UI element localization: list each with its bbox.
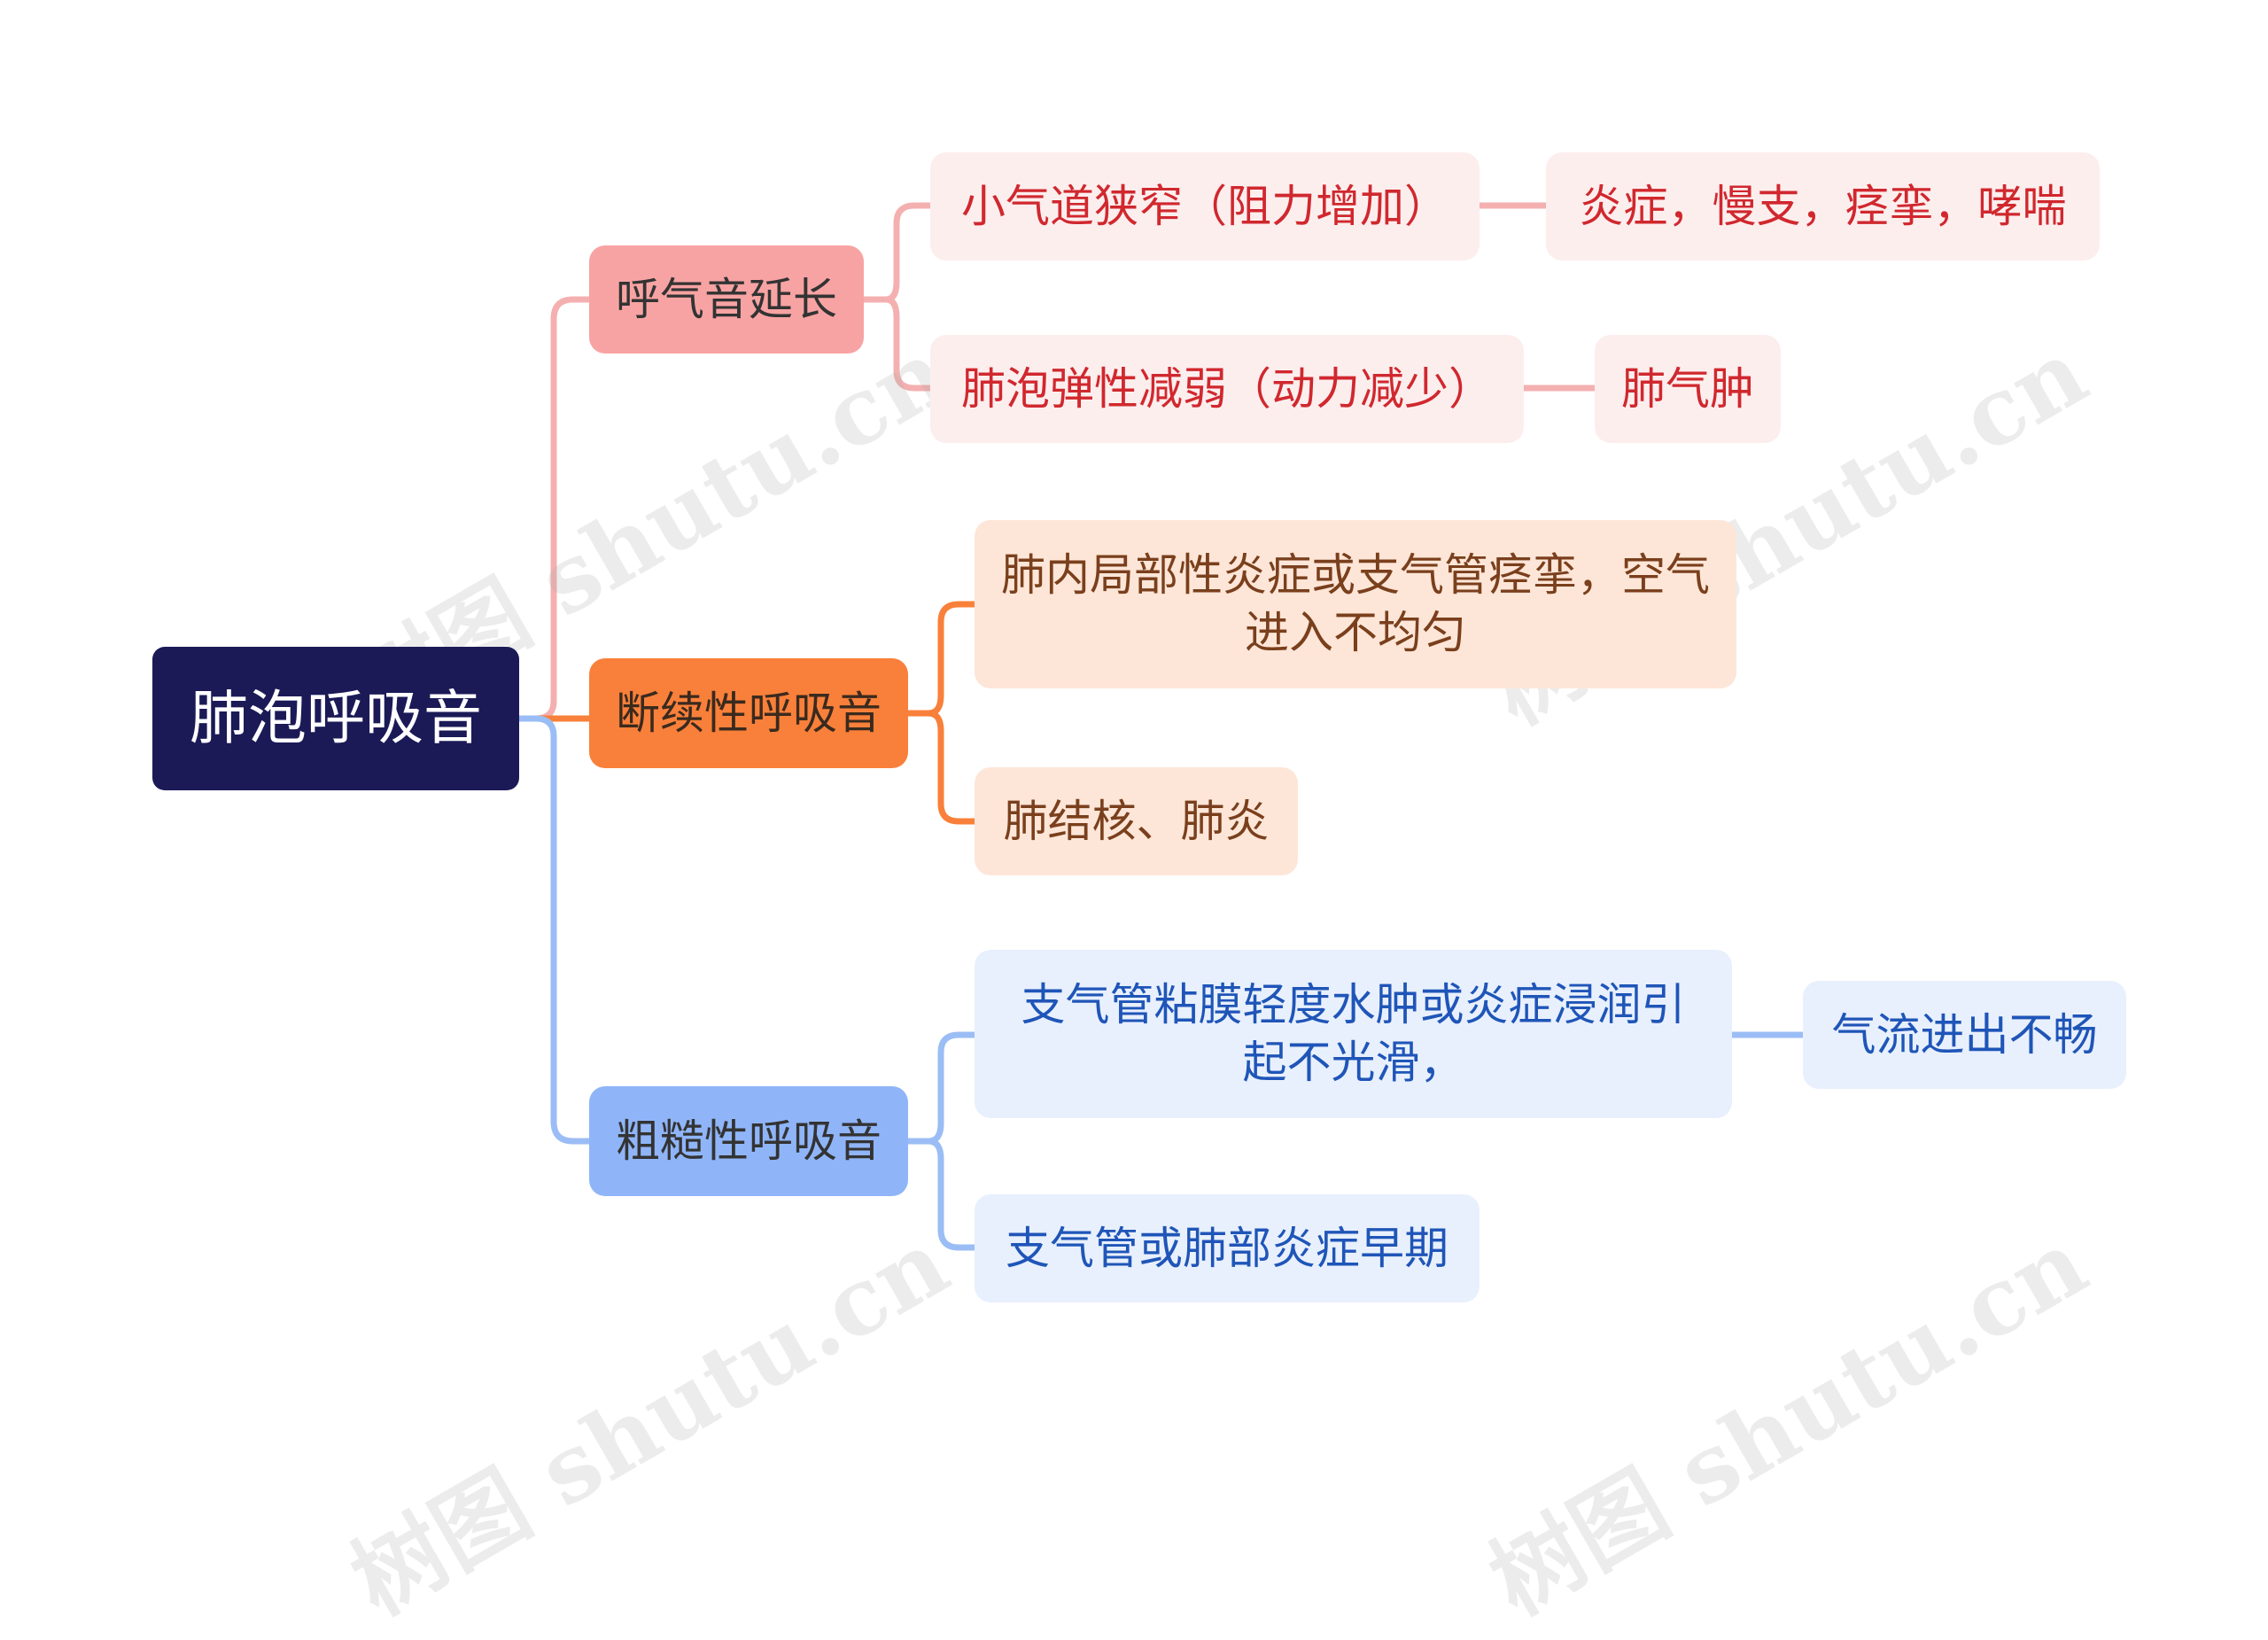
branch-node-rough[interactable]: 粗糙性呼吸音 (589, 1086, 908, 1196)
link-root-blue (516, 715, 593, 1145)
leaf-early-inflammation[interactable]: 支气管或肺部炎症早期 (975, 1194, 1480, 1302)
leaf-label: 肺泡弹性减弱（动力减少） (961, 362, 1493, 415)
link-orange-a (905, 601, 978, 717)
leaf-small-airway[interactable]: 小气道狭窄（阻力增加） (930, 152, 1480, 260)
link-blue-b (905, 1138, 978, 1251)
leaf-airflow[interactable]: 气流进出不畅 (1803, 981, 2126, 1089)
leaf-alveolar-elasticity[interactable]: 肺泡弹性减弱（动力减少） (930, 335, 1524, 443)
link-blue-a (905, 1031, 978, 1145)
root-node[interactable]: 肺泡呼吸音 (152, 647, 519, 790)
leaf-label: 支气管粘膜轻度水肿或炎症浸润引起不光滑， (1021, 979, 1686, 1088)
leaf-emphysema[interactable]: 肺气肿 (1595, 335, 1781, 443)
leaf-label: 炎症，慢支，痉挛，哮喘 (1579, 180, 2067, 232)
branch-node-exhale-prolonged[interactable]: 呼气音延长 (589, 245, 864, 354)
link-red-a (860, 202, 934, 303)
leaf-label: 气流进出不畅 (1831, 1008, 2098, 1061)
branch-label: 呼气音延长 (616, 273, 837, 325)
branch-node-interrupted[interactable]: 断续性呼吸音 (589, 658, 908, 768)
branch-label: 断续性呼吸音 (616, 687, 882, 739)
link-red-b (860, 296, 934, 392)
branch-label: 粗糙性呼吸音 (616, 1115, 882, 1167)
leaf-mucosa-edema[interactable]: 支气管粘膜轻度水肿或炎症浸润引起不光滑， (975, 950, 1732, 1118)
link-root-red (516, 296, 593, 722)
leaf-label: 肺结核、肺炎 (1003, 795, 1270, 847)
leaf-local-inflammation[interactable]: 肺内局部性炎症或支气管痉挛，空气进入不均匀 (975, 520, 1736, 688)
leaf-label: 小气道狭窄（阻力增加） (961, 180, 1449, 232)
leaf-label: 肺内局部性炎症或支气管痉挛，空气进入不均匀 (1001, 549, 1710, 658)
leaf-inflammation[interactable]: 炎症，慢支，痉挛，哮喘 (1546, 152, 2100, 260)
connector-lines (516, 202, 1806, 1251)
link-orange-b (905, 710, 978, 825)
leaf-label: 肺气肿 (1621, 362, 1754, 415)
root-label: 肺泡呼吸音 (190, 684, 482, 753)
leaf-tb-pneumonia[interactable]: 肺结核、肺炎 (975, 767, 1298, 875)
leaf-label: 支气管或肺部炎症早期 (1006, 1222, 1449, 1274)
